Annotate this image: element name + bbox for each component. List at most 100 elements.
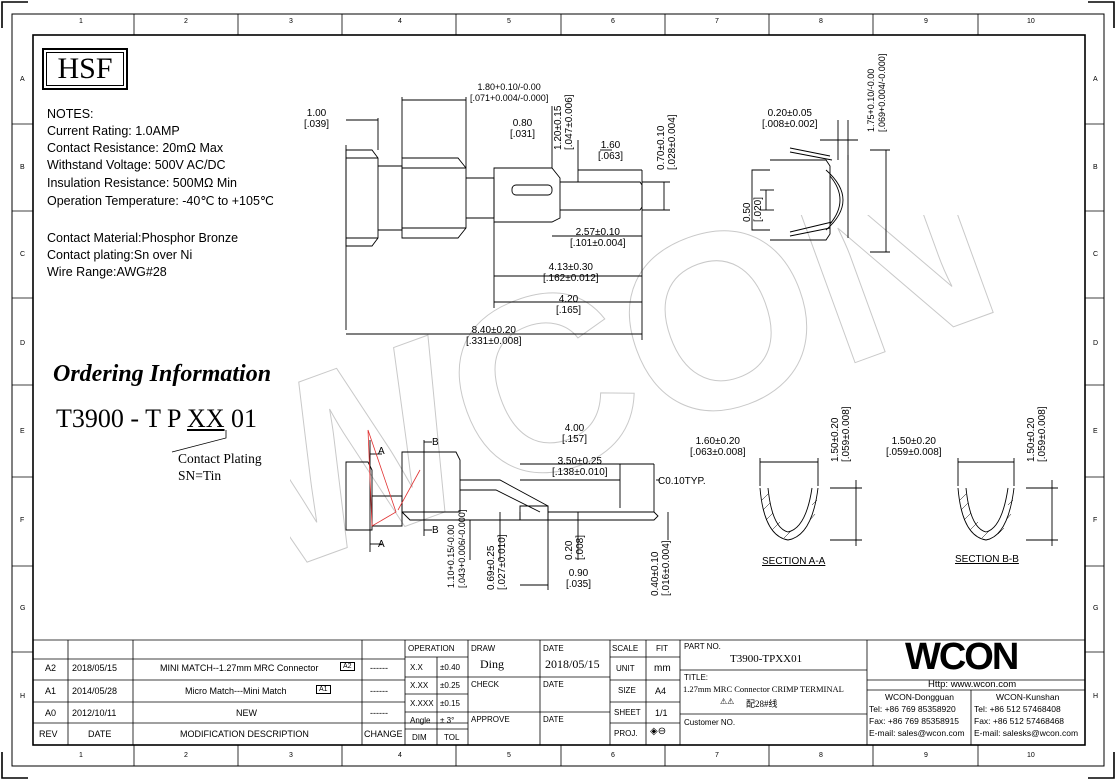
dim-2-mm: 1.80+0.10/-0.00 bbox=[477, 82, 541, 92]
row-label: H bbox=[1093, 693, 1099, 700]
col-label: 10 bbox=[1027, 18, 1035, 25]
unit-label: UNIT bbox=[616, 664, 635, 673]
col-label: 2 bbox=[184, 18, 188, 25]
col-label: 4 bbox=[398, 752, 402, 759]
sheet-label: SHEET bbox=[614, 708, 641, 717]
dim-20: 0.90 [.035] bbox=[566, 568, 591, 590]
ordering-title: Ordering Information bbox=[53, 361, 272, 387]
rev-change-cell: ------ bbox=[370, 663, 388, 673]
ordering-leader bbox=[171, 430, 227, 453]
note-line: Contact Material:Phosphor Bronze bbox=[47, 231, 239, 245]
rev-date-cell: 2014/05/28 bbox=[72, 686, 118, 696]
rev-date-cell: 2018/05/15 bbox=[72, 663, 118, 673]
rev-change-cell: ------ bbox=[370, 686, 388, 696]
tol-value: ±0.25 bbox=[440, 681, 460, 690]
col-label: 2 bbox=[184, 752, 188, 759]
draw-name: Ding bbox=[480, 657, 504, 671]
size-label: SIZE bbox=[618, 686, 636, 695]
col-label: 4 bbox=[398, 18, 402, 25]
dim-3-in: [.031] bbox=[510, 129, 536, 140]
col-label: 9 bbox=[924, 752, 928, 759]
dim-14-in: [.157] bbox=[562, 434, 588, 445]
approve-label: APPROVE bbox=[471, 715, 510, 724]
operation-header: OPERATION bbox=[408, 644, 455, 653]
dim-14: 4.00 [.157] bbox=[562, 423, 587, 445]
dim-9: 4.20 [.165] bbox=[556, 294, 581, 316]
dim-8-in: [.162±0.012] bbox=[543, 273, 599, 284]
dim-8: 4.13±0.30 [.162±0.012] bbox=[543, 262, 599, 284]
col-label: 6 bbox=[611, 18, 615, 25]
dim-22: 1.60±0.20 [.063±0.008] bbox=[690, 436, 746, 458]
dim-7-in: [.101±0.004] bbox=[570, 238, 626, 249]
row-label: E bbox=[1093, 428, 1098, 435]
tol-dim: Angle bbox=[410, 716, 431, 725]
dim-1: 1.00 [.039] bbox=[304, 108, 329, 130]
note-line: Operation Temperature: -40℃ to +105℃ bbox=[47, 194, 274, 208]
rev-cell: A0 bbox=[45, 708, 57, 718]
dim-24: 1.50±0.20 [.059±0.008] bbox=[886, 436, 942, 458]
note-line: Wire Range:AWG#28 bbox=[47, 265, 167, 279]
dim-11-mm: 0.20±0.05 bbox=[767, 108, 812, 119]
dim-2-in: [.071+0.004/-0.000] bbox=[470, 93, 549, 103]
row-label: A bbox=[20, 76, 25, 83]
dim-10: 8.40±0.20 [.331±0.008] bbox=[466, 325, 522, 347]
fax-dongguan: Fax: +86 769 85358915 bbox=[869, 716, 960, 726]
hsf-logo-text: HSF bbox=[46, 52, 124, 86]
row-label: E bbox=[20, 428, 25, 435]
row-label: F bbox=[1093, 517, 1098, 524]
row-label: D bbox=[1093, 340, 1099, 347]
dim-15: 3.50±0.25 [.138±0.010] bbox=[552, 456, 608, 478]
ordering-code-suffix: 01 bbox=[224, 404, 258, 433]
rev-date-cell: 2012/10/11 bbox=[72, 708, 117, 718]
wcon-logo: WCON bbox=[905, 636, 1019, 678]
dim-10-mm: 8.40±0.20 bbox=[471, 325, 516, 336]
col-label: 3 bbox=[289, 752, 293, 759]
dim-24-mm: 1.50±0.20 bbox=[891, 436, 936, 447]
plating-label: Contact Plating bbox=[178, 451, 262, 466]
col-label: 5 bbox=[507, 18, 511, 25]
section-b-label: SECTION B-B bbox=[955, 554, 1019, 565]
dim-22-in: [.063±0.008] bbox=[690, 447, 746, 458]
plating-option: SN=Tin bbox=[178, 468, 222, 483]
site-kunshan: WCON-Kunshan bbox=[996, 692, 1060, 702]
dim-20-in: [.035] bbox=[566, 579, 592, 590]
hsf-logo: HSF bbox=[42, 48, 128, 90]
rev-cell: A2 bbox=[45, 663, 57, 673]
tol-value: ± 3° bbox=[440, 716, 455, 725]
title-label: TITLE: bbox=[684, 673, 709, 682]
rev-mark-badge: A1 bbox=[316, 685, 331, 694]
rev-header: REV bbox=[39, 729, 58, 739]
dim-7-mm: 2.57±0.10 bbox=[575, 227, 620, 238]
notes-heading: NOTES: bbox=[47, 107, 94, 121]
col-label: 7 bbox=[715, 18, 719, 25]
fit-value: FIT bbox=[656, 644, 668, 653]
mail-kunshan: E-mail: salesks@wcon.com bbox=[974, 728, 1079, 738]
ordering-code-prefix: T3900 - T P bbox=[56, 404, 187, 433]
dim-11-in: [.008±0.002] bbox=[762, 119, 818, 130]
row-label: G bbox=[20, 605, 26, 612]
proj-label: PROJ. bbox=[614, 729, 638, 738]
dim-5-mm: 1.60 bbox=[600, 140, 621, 151]
row-label: A bbox=[1093, 76, 1098, 83]
col-label: 8 bbox=[819, 752, 823, 759]
dim-5-in: [.063] bbox=[598, 151, 624, 162]
rev-mark-badge: A2 bbox=[340, 662, 355, 671]
check-label: CHECK bbox=[471, 680, 500, 689]
dim-11: 0.20±0.05 [.008±0.002] bbox=[762, 108, 818, 130]
dim-7: 2.57±0.10 [.101±0.004] bbox=[570, 227, 626, 249]
part-no-label: PART NO. bbox=[684, 642, 721, 651]
rev-desc-cell: NEW bbox=[236, 708, 257, 718]
tol-value: ±0.15 bbox=[440, 699, 460, 708]
section-marker-a: A bbox=[378, 446, 385, 457]
dim-9-mm: 4.20 bbox=[558, 294, 579, 305]
col-label: 1 bbox=[79, 18, 83, 25]
row-label: B bbox=[1093, 164, 1098, 171]
mail-dongguan: E-mail: sales@wcon.com bbox=[869, 728, 965, 738]
tol-value: ±0.40 bbox=[440, 663, 460, 672]
dim-15-mm: 3.50±0.25 bbox=[557, 456, 602, 467]
col-label: 8 bbox=[819, 18, 823, 25]
dim-5: 1.60 [.063] bbox=[598, 140, 623, 162]
date-label: DATE bbox=[543, 644, 564, 653]
draw-date: 2018/05/15 bbox=[545, 657, 600, 671]
